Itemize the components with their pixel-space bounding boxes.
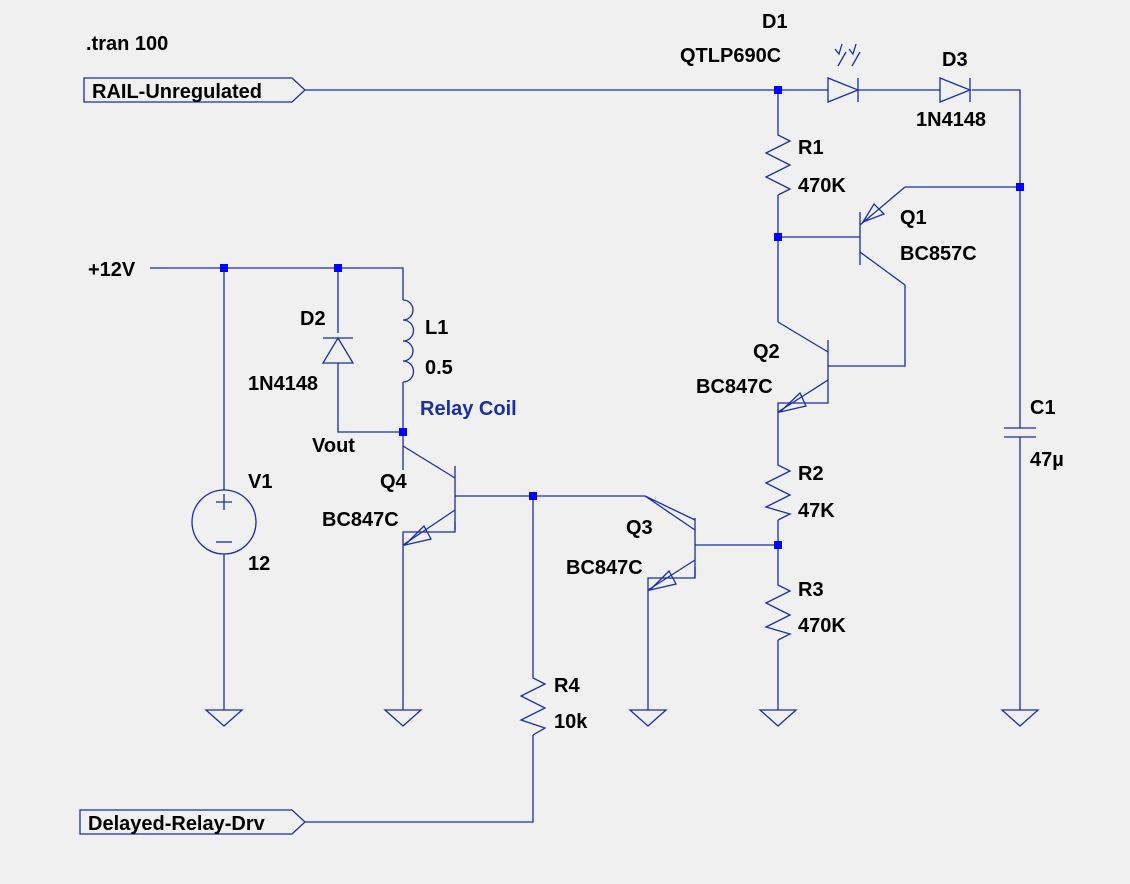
d1-ref: D1 [762,11,788,33]
q1-value: BC857C [900,243,977,265]
diode-d2[interactable]: D2 1N4148 [248,308,355,395]
transistor-q3[interactable]: Q3 BC847C [566,495,696,592]
ground-icon [204,709,244,727]
ground-symbols [204,709,1040,727]
spice-directive: .tran 100 [86,33,168,55]
capacitor-c1[interactable]: C1 47µ [1004,397,1064,471]
port-delayed-relay-drv[interactable]: Delayed-Relay-Drv [79,809,306,835]
r3-ref: R3 [798,579,824,601]
r3-value: 470K [798,615,846,637]
v1-ref: V1 [248,471,272,493]
q4-value: BC847C [322,509,399,531]
ground-icon [383,709,423,727]
ground-icon [758,709,798,727]
ground-icon [1000,709,1040,727]
junction-dot [774,541,782,549]
diode-d3[interactable]: D3 1N4148 [916,49,986,131]
junction-dot [399,428,407,436]
r4-ref: R4 [554,675,580,697]
junction-dot [774,86,782,94]
q2-value: BC847C [696,376,773,398]
ground-icon [628,709,668,727]
junction-dot [334,264,342,272]
r4-value: 10k [554,711,588,733]
d2-value: 1N4148 [248,373,318,395]
junction-dot [529,492,537,500]
r2-ref: R2 [798,463,824,485]
q3-value: BC847C [566,557,643,579]
q2-ref: Q2 [753,341,780,363]
d1-value: QTLP690C [680,45,781,67]
c1-value: 47µ [1030,449,1064,471]
r2-value: 47K [798,500,835,522]
d2-ref: D2 [300,308,326,330]
q1-ref: Q1 [900,207,927,229]
v1-value: 12 [248,553,270,575]
resistor-r4[interactable]: R4 10k [519,668,588,736]
l1-value: 0.5 [425,357,453,379]
inductor-l1[interactable]: L1 0.5 [402,299,453,383]
resistor-r3[interactable]: R3 470K [764,575,846,641]
q4-ref: Q4 [380,471,408,493]
net-label-vout: Vout [312,435,355,457]
net-label-12v: +12V [88,259,136,281]
resistor-r1[interactable]: R1 470K [764,125,846,197]
port-delayed-label: Delayed-Relay-Drv [88,813,266,835]
resistor-r2[interactable]: R2 47K [764,455,835,522]
voltage-source-v1[interactable]: V1 12 [191,471,272,575]
junction-dot [220,264,228,272]
r1-ref: R1 [798,137,824,159]
led-d1[interactable]: D1 QTLP690C [680,11,861,103]
r1-value: 470K [798,175,846,197]
transistor-q2[interactable]: Q2 BC847C [696,321,829,414]
wires [150,89,1021,823]
junction-dot [1016,183,1024,191]
l1-ref: L1 [425,317,448,339]
transistor-q4[interactable]: Q4 BC847C [322,445,456,547]
d3-value: 1N4148 [916,109,986,131]
q3-ref: Q3 [626,517,653,539]
c1-ref: C1 [1030,397,1056,419]
d3-ref: D3 [942,49,968,71]
transistor-q1[interactable]: Q1 BC857C [859,186,977,286]
port-rail-unregulated[interactable]: RAIL-Unregulated [83,77,306,103]
port-rail-label: RAIL-Unregulated [92,81,262,103]
junction-dot [774,233,782,241]
junctions [220,86,1024,549]
net-label-relay-coil: Relay Coil [420,398,517,420]
